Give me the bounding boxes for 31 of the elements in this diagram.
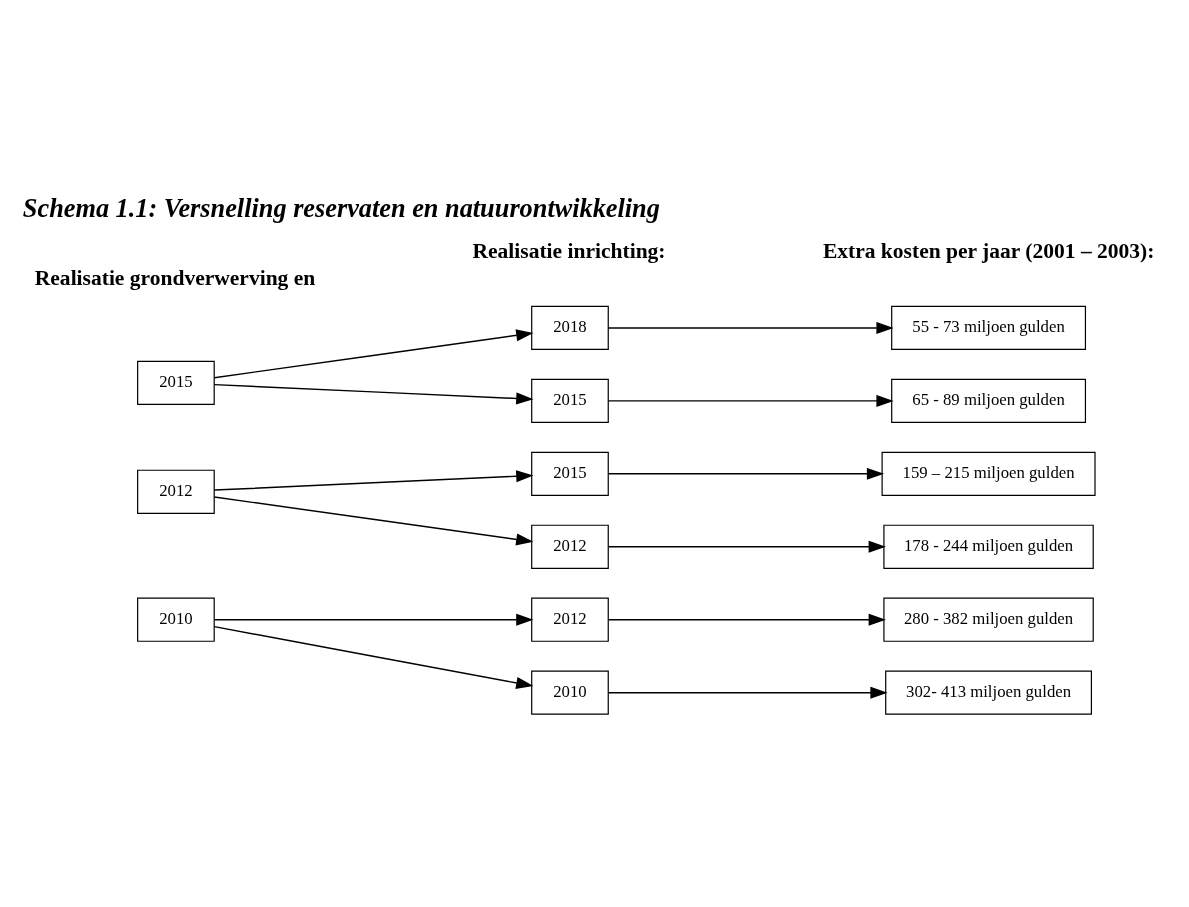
node-box: 55 - 73 miljoen gulden <box>891 305 1087 351</box>
node-box: 302- 413 miljoen gulden <box>885 670 1092 715</box>
node-box: 2010 <box>137 597 215 642</box>
node-box: 2015 <box>137 360 215 406</box>
arrow <box>213 329 534 379</box>
node-box: 2015 <box>531 451 609 496</box>
arrow <box>213 470 534 491</box>
arrow <box>607 686 888 699</box>
arrow <box>607 540 886 553</box>
diagram-title: Schema 1.1: Versnelling reservaten en natuurontwikkeling <box>22 194 660 224</box>
label: Extra kosten per jaar (2001 – 2003): <box>822 238 1155 263</box>
arrow <box>607 467 885 480</box>
arrow <box>213 496 534 546</box>
node-box: 2015 <box>531 378 609 423</box>
arrow <box>607 613 886 626</box>
arrow <box>607 394 894 407</box>
node-box: 2010 <box>531 670 609 715</box>
arrow <box>213 383 534 405</box>
arrow <box>213 625 534 689</box>
label: Realisatie inrichting: <box>472 238 666 263</box>
node-box: 280 - 382 miljoen gulden <box>883 597 1094 642</box>
node-box: 2012 <box>531 524 609 569</box>
node-box: 65 - 89 miljoen gulden <box>891 378 1087 423</box>
node-box: 159 – 215 miljoen gulden <box>881 451 1096 496</box>
node-box: 2012 <box>137 469 215 514</box>
label: Realisatie grondverwerving en <box>34 266 316 291</box>
node-box: 2018 <box>531 305 609 351</box>
arrow <box>213 613 534 626</box>
node-box: 178 - 244 miljoen gulden <box>883 524 1094 569</box>
node-box: 2012 <box>531 597 609 642</box>
arrow <box>607 321 894 334</box>
